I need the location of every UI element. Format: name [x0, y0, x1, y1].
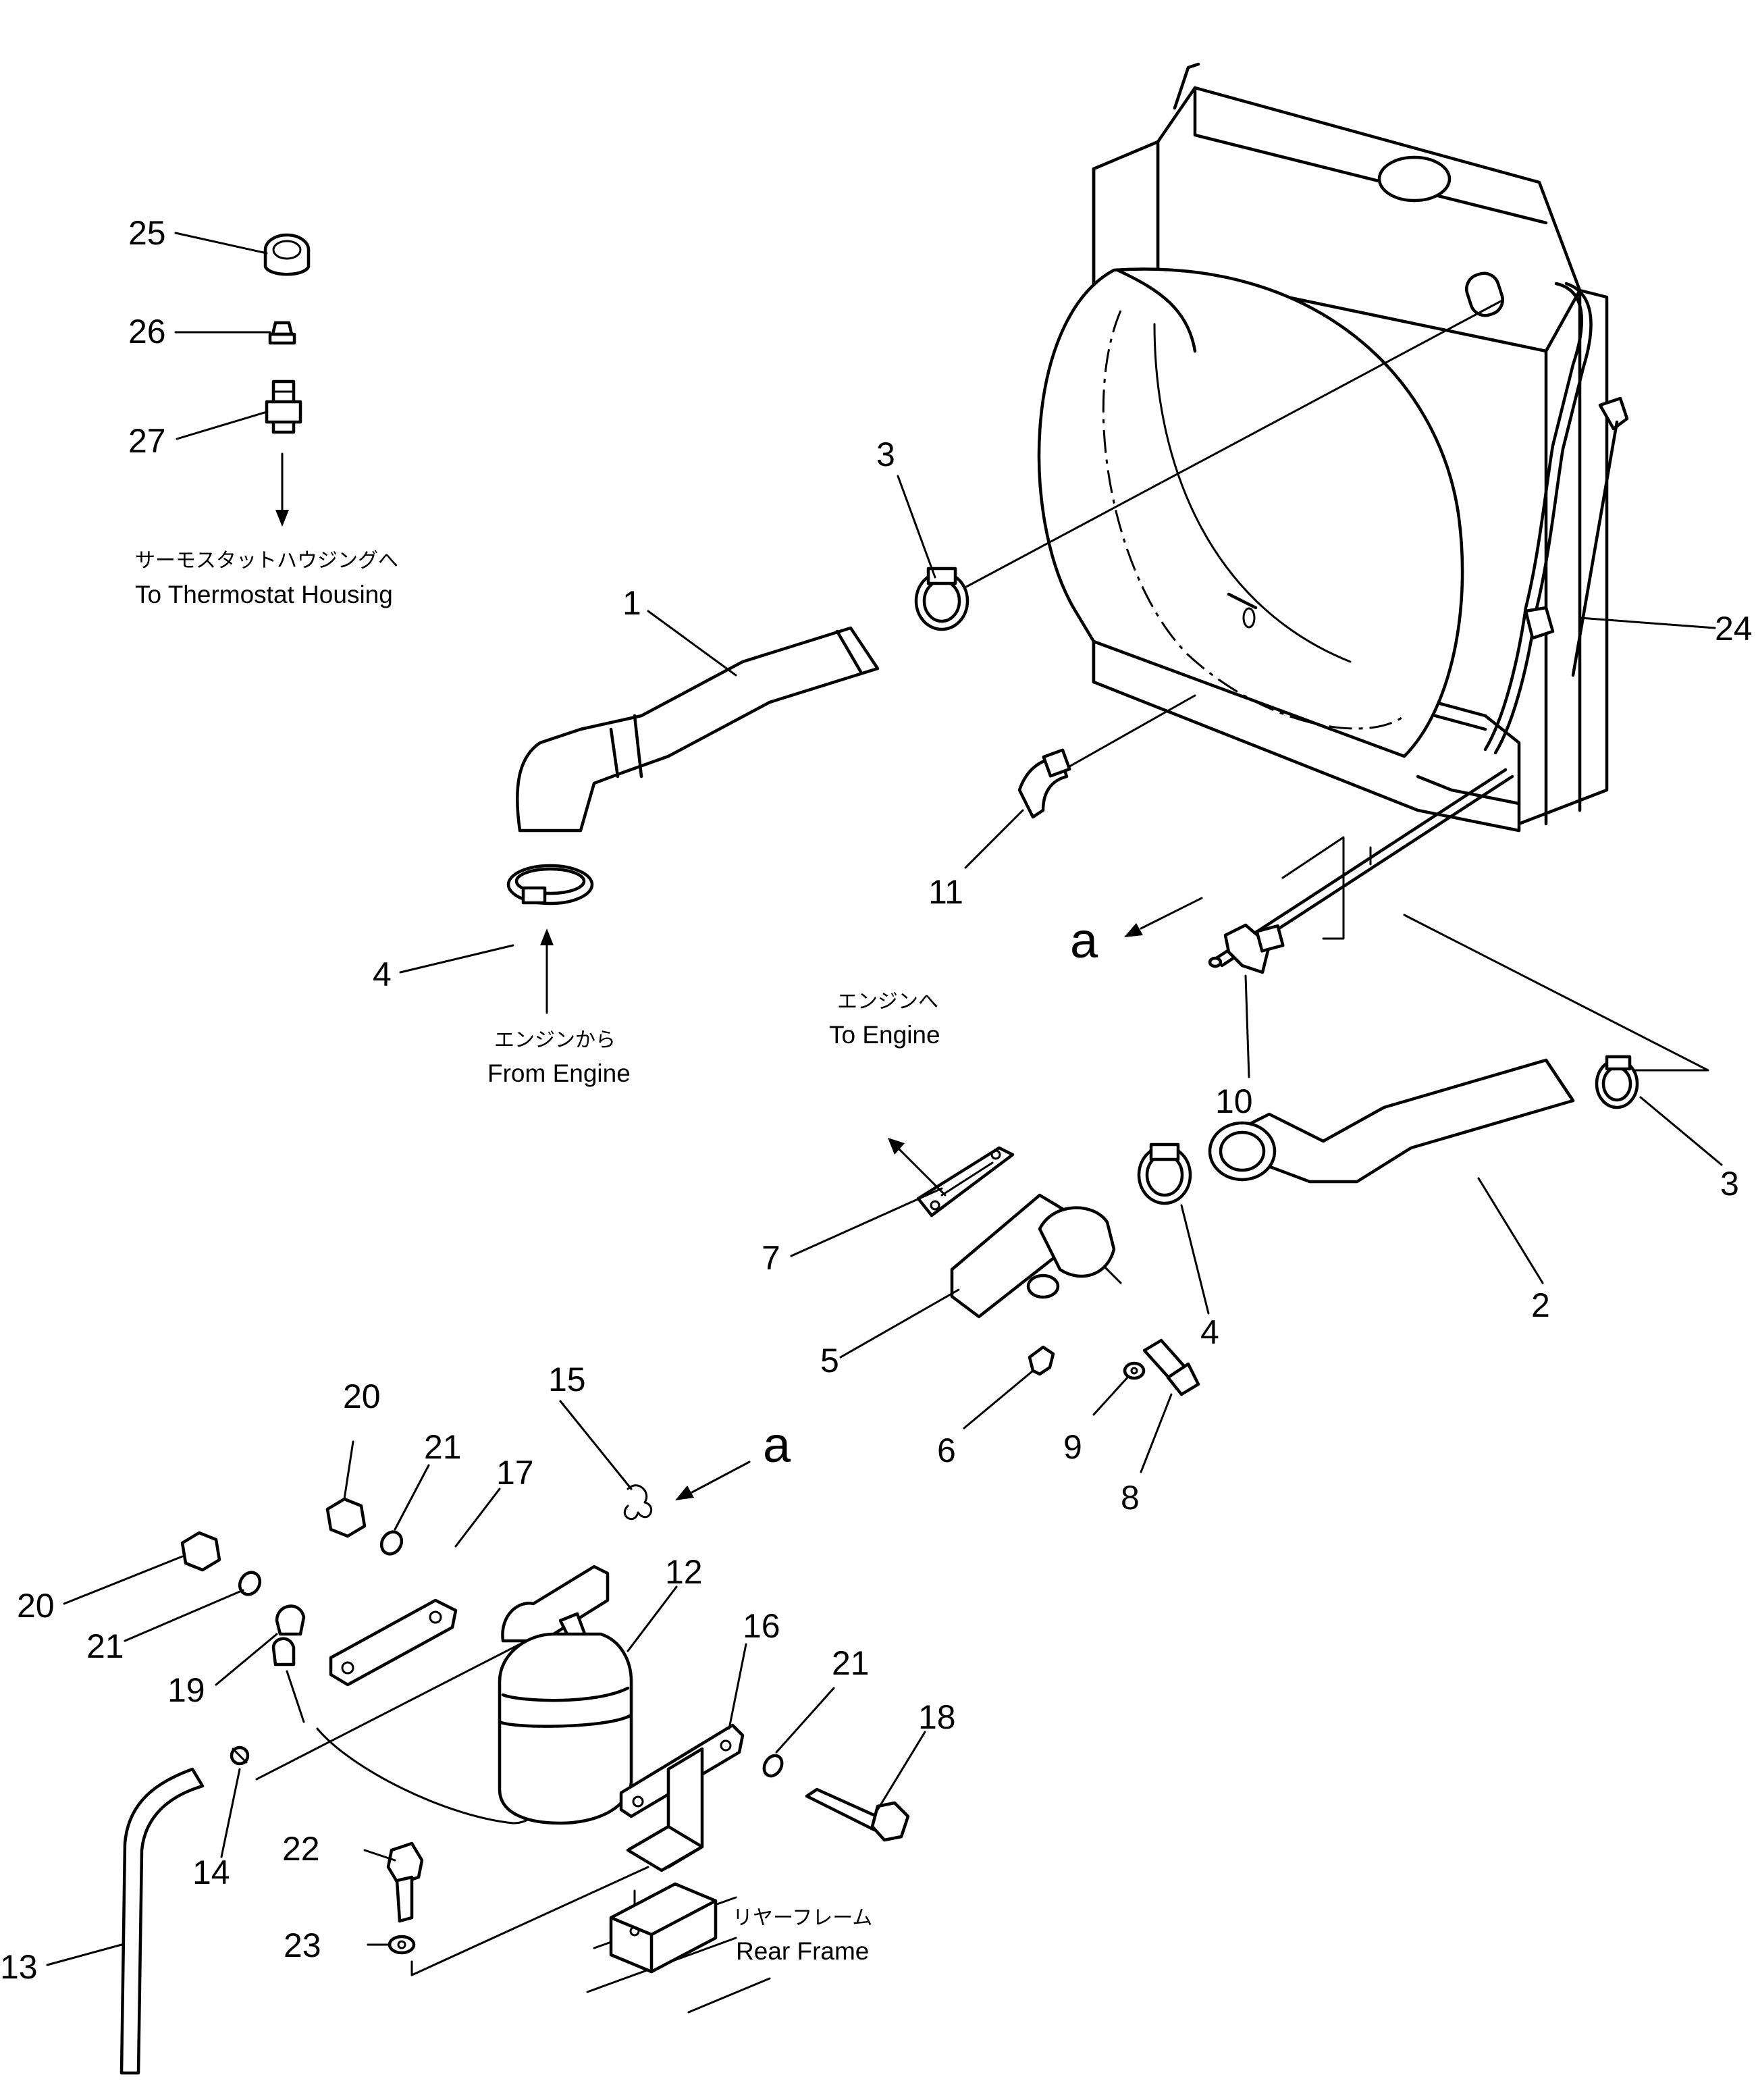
callout-21: 21: [86, 1627, 124, 1665]
thermostat-label-jp: サーモスタットハウジングへ: [135, 549, 398, 573]
callout-16: 16: [743, 1607, 780, 1645]
water-connector: [950, 1193, 1116, 1319]
washer-icon: [388, 1935, 416, 1955]
callout-14: 14: [192, 1854, 230, 1891]
callout-25: 25: [128, 214, 166, 252]
flow-arrows: [275, 452, 1203, 1500]
callout-4: 4: [373, 955, 392, 993]
washer-icon: [1123, 1361, 1146, 1380]
callout-8: 8: [1121, 1479, 1140, 1517]
callout-3: 3: [876, 436, 895, 473]
nut-icon: [180, 1497, 367, 1572]
rear-frame-label-jp: リヤーフレーム: [733, 1906, 872, 1930]
bracket-icon: [329, 1598, 458, 1687]
direction-labels: サーモスタットハウジングへ To Thermostat Housing エンジン…: [135, 549, 940, 1965]
hose-clamp-icon: [271, 1604, 306, 1666]
callout-5: 5: [820, 1342, 839, 1380]
thermostat-label-en: To Thermostat Housing: [135, 581, 393, 608]
callout-11: 11: [928, 873, 963, 911]
to-engine-label-jp: エンジンへ: [837, 990, 938, 1014]
reference-a-lower: a: [763, 1417, 791, 1473]
hose-clamp-icon: [506, 864, 594, 905]
callout-10: 10: [1215, 1082, 1253, 1120]
hose-clip: [623, 1484, 653, 1521]
hose-clamp-icon: [1595, 1055, 1639, 1109]
callout-17: 17: [496, 1454, 534, 1492]
callout-12: 12: [665, 1553, 703, 1591]
lower-hose: [1208, 1058, 1575, 1184]
callout-18: 18: [918, 1698, 956, 1736]
callout-9: 9: [1063, 1428, 1082, 1466]
elbow-fitting-icon: [1223, 923, 1285, 974]
reference-a-upper: a: [1070, 912, 1098, 968]
washer-icon: [238, 1530, 784, 1778]
callout-1: 1: [622, 584, 641, 622]
callout-21: 21: [424, 1428, 462, 1466]
upper-hose: [516, 626, 880, 833]
hose-icon: [119, 1767, 205, 2075]
callout-leaders: [46, 232, 1723, 1966]
bolt-icon: [1142, 1338, 1200, 1396]
bolt-icon: [805, 1787, 910, 1842]
rear-frame-label-en: Rear Frame: [736, 1937, 869, 1965]
callout-7: 7: [762, 1239, 780, 1277]
from-engine-label-en: From Engine: [487, 1059, 631, 1087]
callout-20: 20: [343, 1377, 381, 1415]
rear-frame-block: [609, 1882, 718, 1974]
radiator-assembly-icon: [1037, 62, 1629, 968]
callout-15: 15: [548, 1361, 586, 1398]
callout-20: 20: [17, 1587, 55, 1625]
callout-4: 4: [1200, 1313, 1219, 1351]
to-engine-label-en: To Engine: [829, 1021, 940, 1049]
hose-clamp-icon: [914, 567, 969, 631]
callout-3: 3: [1720, 1165, 1739, 1203]
hose-clamp-icon: [230, 1745, 250, 1766]
callout-6: 6: [937, 1432, 956, 1469]
bracket-icon: [619, 1723, 745, 1872]
callout-21: 21: [832, 1644, 870, 1682]
bolt-icon: [386, 1841, 424, 1923]
callout-23: 23: [284, 1926, 321, 1964]
callout-22: 22: [282, 1830, 320, 1868]
reserve-tank-icon: [498, 1565, 633, 1825]
elbow-fitting-icon: [265, 379, 302, 434]
callout-13: 13: [0, 1948, 38, 1986]
callout-24: 24: [1715, 610, 1753, 648]
plug-icon: [268, 321, 296, 345]
from-engine-label-jp: エンジンから: [494, 1028, 616, 1052]
callout-numbers: 25 26 27 1 3 24 4 11 10 3 2 4 7 5 6 9 8 …: [0, 214, 1753, 1986]
callout-2: 2: [1531, 1286, 1550, 1324]
callout-27: 27: [128, 422, 166, 460]
hose-clamp-icon: [1137, 1143, 1192, 1205]
callout-19: 19: [167, 1671, 205, 1709]
callout-26: 26: [128, 313, 166, 350]
nut-icon: [263, 233, 311, 276]
gasket-icon: [916, 1146, 1015, 1217]
elbow-fitting-icon: [1017, 748, 1071, 819]
